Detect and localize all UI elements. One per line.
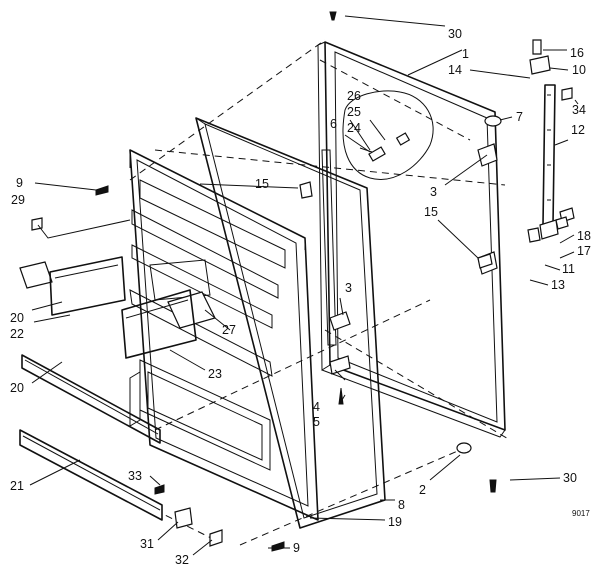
callout-15-right: 15 (424, 205, 438, 219)
callout-18: 18 (577, 229, 591, 243)
bracket-15-right (477, 253, 493, 269)
callout-16: 16 (570, 46, 584, 60)
shelf-front-23 (121, 289, 197, 359)
callout-11: 11 (562, 262, 575, 276)
callout-5: 5 (313, 415, 320, 429)
callout-29: 29 (11, 193, 25, 207)
callout-33: 33 (128, 469, 142, 483)
spacer-17 (555, 216, 569, 230)
callout-4: 4 (313, 400, 320, 414)
callout-10: 10 (572, 63, 586, 77)
washer-13 (527, 227, 541, 243)
callout-22: 22 (10, 327, 24, 341)
callout-26: 26 (347, 89, 361, 103)
leader-lines (29, 15, 579, 556)
shelf-front-22 (49, 256, 126, 316)
callout-1: 1 (462, 47, 469, 61)
rail-21-bottom (19, 429, 163, 521)
callout-3-bottom: 3 (345, 281, 352, 295)
screw-9-upper (95, 185, 109, 196)
callout-3-top: 3 (430, 185, 437, 199)
callout-32: 32 (175, 553, 189, 567)
clip-31 (174, 507, 193, 529)
outer-door-panel (317, 41, 506, 438)
callout-9-bottom: 9 (293, 541, 300, 555)
hinge-bracket-10 (529, 55, 551, 75)
callout-27: 27 (222, 323, 236, 337)
callout-13: 13 (551, 278, 565, 292)
callout-7: 7 (516, 110, 523, 124)
hinge-assembly (484, 39, 575, 243)
callout-15-left: 15 (255, 177, 269, 191)
callout-31: 31 (140, 537, 154, 551)
screw-9-lower (271, 541, 285, 552)
screw-5 (338, 387, 344, 405)
callout-24: 24 (347, 121, 361, 135)
screw-33 (154, 484, 165, 495)
hinge-pin-16 (532, 39, 542, 55)
hinge-plate-top (477, 143, 498, 167)
hinge-rod-12 (542, 84, 556, 226)
callout-30-bottom: 30 (563, 471, 577, 485)
drawing-code: 9017 (572, 509, 590, 518)
callout-14: 14 (448, 63, 462, 77)
callout-8: 8 (398, 498, 405, 512)
rail-20-upper (19, 261, 53, 289)
bracket-3 (329, 311, 351, 331)
screw-30-top (329, 11, 337, 21)
callout-2: 2 (419, 483, 426, 497)
callout-21: 21 (10, 479, 24, 493)
foot-2 (456, 442, 472, 454)
mullion-bracket (321, 149, 351, 405)
callout-19: 19 (388, 515, 402, 529)
shelf-rails (19, 256, 197, 521)
screw-30-bottom (489, 479, 497, 493)
callout-labels: 30 1 14 16 10 34 7 12 26 25 24 6 3 15 18… (10, 27, 591, 567)
alignment-dashed-lines (129, 39, 511, 546)
inset-detail (342, 90, 434, 180)
bracket-15-left (299, 181, 313, 199)
cap-34 (561, 87, 573, 101)
callout-17: 17 (577, 244, 591, 258)
bracket-4 (329, 355, 351, 375)
rail-20-lower (21, 354, 161, 444)
fasteners (31, 11, 497, 552)
callout-20-upper: 20 (10, 311, 24, 325)
callout-34: 34 (572, 103, 586, 117)
hinge-plate-11 (539, 219, 559, 240)
callout-20-lower: 20 (10, 381, 24, 395)
bushing-7 (484, 115, 502, 127)
callout-25: 25 (347, 105, 361, 119)
callout-23: 23 (208, 367, 222, 381)
cap-32 (209, 529, 223, 547)
inner-door-liner (129, 149, 319, 521)
callout-12: 12 (571, 123, 585, 137)
callout-9-top: 9 (16, 176, 23, 190)
callout-6: 6 (330, 117, 337, 131)
callout-30-top: 30 (448, 27, 462, 41)
